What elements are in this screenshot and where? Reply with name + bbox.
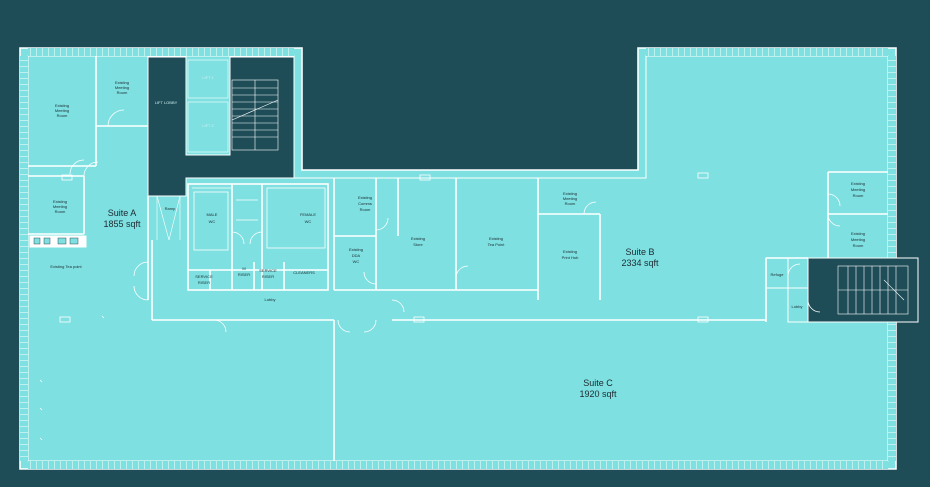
meeting-a3-l1: Existing [53,199,67,204]
floor-boxes [59,172,709,323]
door-stair-lobby[interactable] [807,299,821,313]
right-stair [837,265,909,315]
door-wc-f[interactable] [249,231,263,245]
door-lobby-3[interactable] [363,319,377,333]
meeting-a3-l2: Meeting [53,204,67,209]
print-hub-l1: Existing [563,249,577,254]
meeting-a2-l2: Meeting [115,85,129,90]
meeting-b1-l2: Meeting [563,196,577,201]
dda-l1: Existing [349,247,363,252]
cleaners-label: CLEANERS [293,270,315,275]
lift-shaft-1 [187,59,229,99]
door-meeting-b3[interactable] [827,213,841,227]
service-riser-2-l2: RISER [262,274,274,279]
print-hub-l2: Print Hub [562,255,579,260]
door-refuge[interactable] [787,263,801,277]
door-a3[interactable] [69,159,85,175]
m-riser-l2: RISER [238,272,250,277]
lift-shaft-2 [187,101,229,153]
meeting-b1-l1: Existing [563,191,577,196]
male-wc-l1: MALE [207,212,218,217]
m-riser-l1: M [242,266,245,271]
facade-bottom [28,461,888,469]
door-lobby-1[interactable] [213,319,227,333]
suite-c-name: Suite C [583,378,613,388]
lift-2-label: LIFT 2 [202,123,214,128]
door-meeting-b1[interactable] [583,201,597,215]
dda-l3: WC [353,259,360,264]
door-a5[interactable] [133,285,149,301]
middle-rooms-walls [333,178,601,300]
stair-lobby-label: Lobby [792,304,803,309]
suite-b-name: Suite B [625,247,654,257]
door-lobby-2[interactable] [337,319,351,333]
comms-l1: Existing [358,195,372,200]
meeting-a3-l3: Room [55,209,66,214]
comms-l2: Comms [358,201,372,206]
door-meeting-b2[interactable] [827,193,841,207]
suite-a-walls [28,56,334,321]
suite-a-name: Suite A [108,208,137,218]
door-a4[interactable] [133,261,149,277]
meeting-a1-l2: Meeting [55,108,69,113]
female-wc-l1: FEMALE [300,212,316,217]
door-lobby-4[interactable] [391,299,405,313]
stair-lobby-area [787,287,809,323]
store-l1: Existing [411,236,425,241]
suite-c-area: 1920 sqft [579,389,617,399]
suite-b-area: 2334 sqft [621,258,659,268]
door-a1[interactable] [107,109,125,127]
meeting-b2-l1: Existing [851,181,865,186]
meeting-b1-l3: Room [565,201,576,206]
meeting-b2-l2: Meeting [851,187,865,192]
core-block [147,56,295,197]
door-dda[interactable] [363,271,377,285]
female-wc-l2: WC [305,219,312,224]
facade-top-right [646,48,888,56]
meeting-b2-l3: Room [853,193,864,198]
comms-l3: Room [360,207,371,212]
ramp [156,195,181,241]
male-wc-l2: WC [209,219,216,224]
lobby-label: Lobby [265,297,276,302]
tea-point-a-label: Existing Tea point [50,264,82,269]
meeting-b3-l2: Meeting [851,237,865,242]
door-comms[interactable] [375,217,389,231]
service-riser-1-l2: RISER [198,280,210,285]
store-l2: Store [413,242,423,247]
tick-marks [39,315,105,441]
tea-b-l2: Tea Point [488,242,506,247]
service-riser-1-l1: SERVICE [195,274,213,279]
stair-core [231,79,279,151]
tea-point-fixtures [33,237,79,245]
meeting-a1-l3: Room [57,113,68,118]
refuge-label: Refuge [771,272,785,277]
door-a2[interactable] [83,161,99,177]
dda-l2: DDA [352,253,361,258]
wc-block-walls [187,183,329,291]
service-riser-2-l1: SERVICE [259,268,277,273]
meeting-a2-l3: Room [117,90,128,95]
door-wc-m[interactable] [231,231,245,245]
lift-1-label: LIFT 1 [202,75,214,80]
tea-b-l1: Existing [489,236,503,241]
meeting-b3-l1: Existing [851,231,865,236]
meeting-b3-l3: Room [853,243,864,248]
facade-left [20,56,28,461]
meeting-a1-l1: Existing [55,103,69,108]
meeting-a2-l1: Existing [115,80,129,85]
ramp-label: Ramp [165,206,176,211]
door-tea-b[interactable] [455,265,469,279]
facade-top-left [28,48,294,56]
suite-a-area: 1855 sqft [103,219,141,229]
lift-lobby-label: LIFT LOBBY [155,100,178,105]
